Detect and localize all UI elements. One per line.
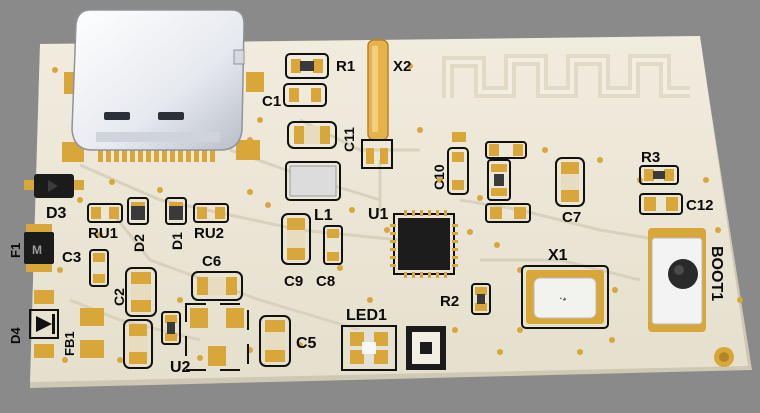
c11-capacitor <box>287 121 337 149</box>
usb-c-connector <box>62 9 264 162</box>
l1-label: L1 <box>314 207 333 224</box>
x2-crystal <box>361 39 393 169</box>
u1-chip <box>390 210 458 278</box>
fb1-ferrite <box>80 308 104 358</box>
u1-label: U1 <box>368 206 389 223</box>
test-pad <box>406 326 446 370</box>
c3-capacitor <box>89 249 109 287</box>
d4-diode <box>29 290 59 358</box>
d4-label: D4 <box>8 327 23 344</box>
r2-resistor <box>471 283 491 315</box>
svg-text:◔◕: ◔◕ <box>558 296 566 303</box>
u2-regulator <box>185 303 249 371</box>
resistor-network-right <box>485 141 531 223</box>
c8-capacitor <box>323 225 343 265</box>
small-capacitor <box>123 319 153 369</box>
led1 <box>341 325 397 371</box>
l1-inductor <box>285 161 341 201</box>
c9-capacitor <box>281 213 311 265</box>
r1-label: R1 <box>336 58 355 75</box>
small-resistor <box>161 311 181 345</box>
c7-label: C7 <box>562 209 581 226</box>
c11-label: C11 <box>341 127 357 152</box>
boot1-button <box>648 228 706 332</box>
vias <box>52 63 743 363</box>
f1-fuse: M <box>24 224 54 272</box>
c12-label: C12 <box>686 197 714 214</box>
ru2-resistor <box>193 203 229 223</box>
c5-label: C5 <box>296 335 317 352</box>
f1-label: F1 <box>8 243 23 258</box>
c1-capacitor <box>283 83 327 107</box>
d3-label: D3 <box>46 205 67 222</box>
fb1-label: FB1 <box>62 331 77 356</box>
d2-diode <box>127 197 149 225</box>
d2-label: D2 <box>131 234 147 252</box>
ru2-label: RU2 <box>194 225 224 242</box>
c1-label: C1 <box>262 93 281 110</box>
c2-label: C2 <box>111 288 127 306</box>
d3-diode <box>24 174 84 198</box>
r3-label: R3 <box>641 149 660 166</box>
x1-label: X1 <box>548 247 568 264</box>
c12-capacitor <box>639 193 683 215</box>
ru1-resistor <box>87 203 123 223</box>
c5-capacitor <box>259 315 291 367</box>
c7-capacitor <box>555 157 585 207</box>
d1-label: D1 <box>169 232 185 250</box>
ru1-label: RU1 <box>88 225 118 242</box>
c10-capacitor <box>447 147 469 195</box>
x1-crystal: ◔◕ <box>521 265 609 329</box>
r1-resistor <box>285 53 329 79</box>
c6-capacitor <box>191 271 243 301</box>
c3-label: C3 <box>62 249 81 266</box>
led1-label: LED1 <box>346 307 387 324</box>
c8-label: C8 <box>316 273 335 290</box>
r2-label: R2 <box>440 293 459 310</box>
c6-label: C6 <box>202 253 221 270</box>
svg-text:M: M <box>32 243 42 257</box>
c9-label: C9 <box>284 273 303 290</box>
u2-label: U2 <box>170 359 191 376</box>
boot1-label: BOOT1 <box>708 246 725 301</box>
d1-diode <box>165 197 187 225</box>
c2-capacitor <box>125 267 157 317</box>
r3-resistor <box>639 165 679 185</box>
c10-label: C10 <box>431 164 447 190</box>
x2-label: X2 <box>393 58 411 75</box>
